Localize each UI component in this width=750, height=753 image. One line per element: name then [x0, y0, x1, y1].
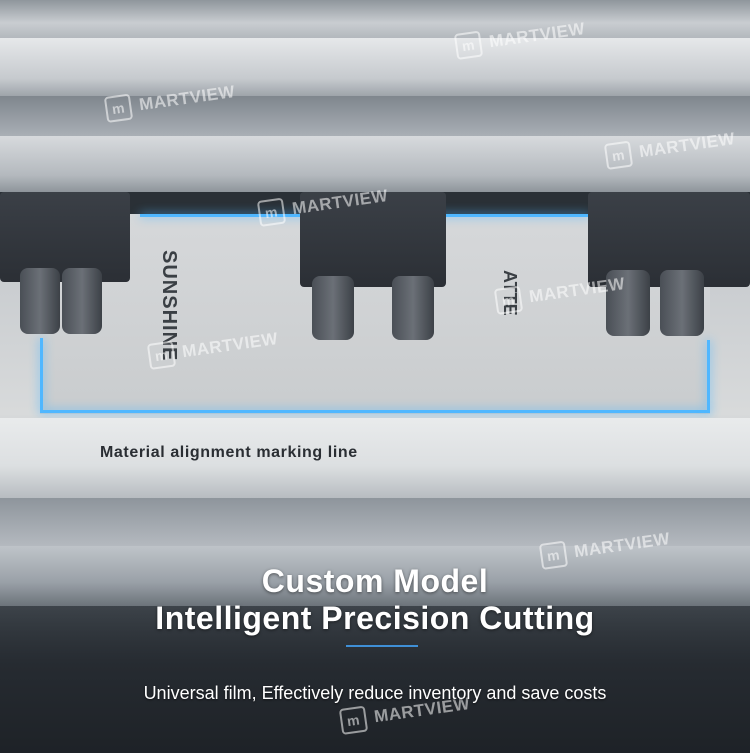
- film-glow-left: [40, 338, 43, 410]
- machine-groove: [0, 96, 750, 136]
- machine-upper-panel: [0, 38, 750, 96]
- machine-lower-band: [0, 498, 750, 546]
- film-glow-right: [707, 340, 710, 412]
- roller-center-a: [312, 276, 354, 340]
- m-logo-icon: m: [256, 197, 287, 227]
- base-shadow: [0, 606, 750, 753]
- m-logo-icon: m: [493, 285, 524, 315]
- machine-cover: [0, 136, 750, 192]
- m-logo-icon: m: [453, 30, 484, 60]
- machine-top-band: [0, 0, 750, 38]
- m-logo-icon: m: [103, 93, 134, 123]
- alignment-rail: [0, 418, 750, 498]
- alignment-marking-label: Material alignment marking line: [100, 444, 358, 461]
- m-logo-icon: m: [338, 705, 369, 735]
- roller-housing-left: [0, 192, 130, 282]
- film-glow-bottom: [40, 410, 710, 413]
- roller-center-b: [392, 276, 434, 340]
- m-logo-icon: m: [603, 140, 634, 170]
- machine-base: [0, 546, 750, 606]
- roller-left-a: [20, 268, 60, 334]
- roller-right-a: [606, 270, 650, 336]
- headline-line-2: Intelligent Precision Cutting: [155, 600, 595, 636]
- roller-left-b: [62, 268, 102, 334]
- headline-line-1: Custom Model: [261, 563, 489, 599]
- roller-right-b: [660, 270, 704, 336]
- accent-divider: [346, 645, 418, 647]
- m-logo-icon: m: [146, 340, 177, 370]
- roller-housing-center: [300, 192, 446, 287]
- subtitle-text: Universal film, Effectively reduce inven…: [143, 683, 607, 703]
